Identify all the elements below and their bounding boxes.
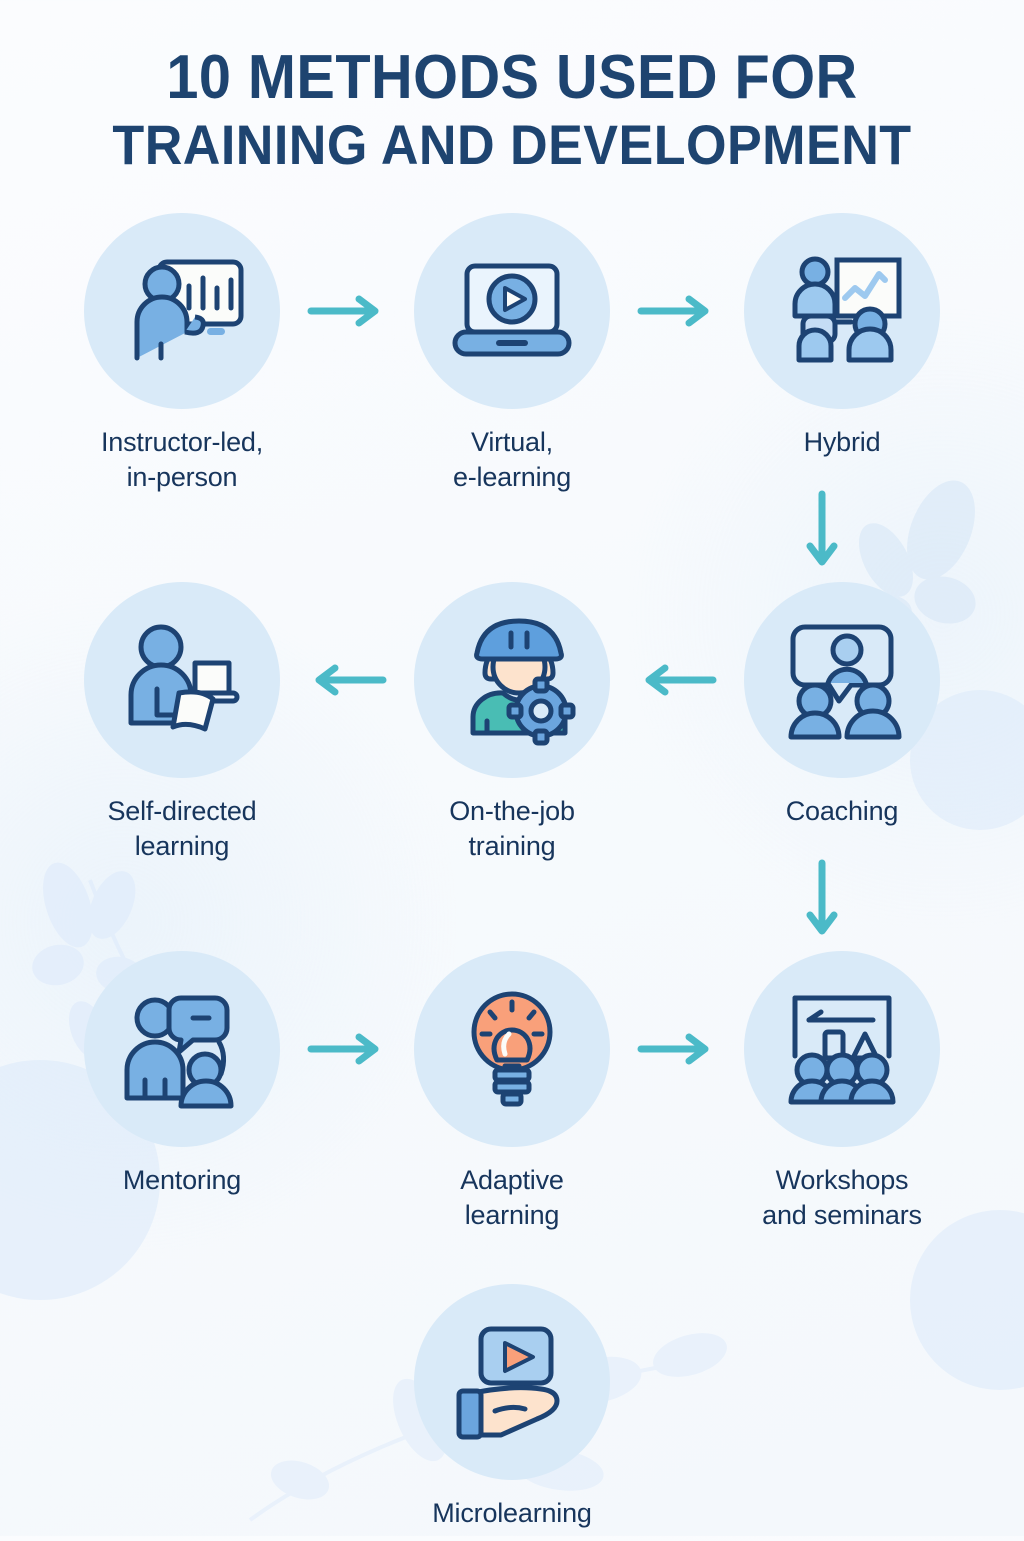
connector-arrow-5	[299, 582, 395, 778]
method-icon-bubble	[414, 1284, 610, 1481]
connector-arrow-6	[0, 859, 1024, 951]
method-icon-bubble	[744, 582, 940, 779]
method-card-microlearning[interactable]: Microlearning	[357, 1284, 667, 1531]
method-card-self-directed[interactable]: Self-directed learning	[27, 582, 337, 863]
arrow-left-icon	[315, 664, 387, 696]
method-card-coaching[interactable]: Coaching	[687, 582, 997, 829]
connector-arrow-3	[0, 490, 1024, 582]
methods-row-3: Mentoring	[0, 951, 1024, 1232]
method-label: Self-directed learning	[107, 796, 257, 861]
connector-arrow-1	[299, 213, 395, 409]
method-label: Adaptive learning	[460, 1165, 564, 1230]
method-icon-bubble	[744, 951, 940, 1148]
connector-arrow-2	[629, 213, 725, 409]
method-icon-bubble	[414, 582, 610, 779]
lightbulb-icon	[471, 991, 553, 1107]
method-icon-bubble	[84, 582, 280, 779]
connector-arrow-7	[299, 951, 395, 1147]
method-label: Virtual, e-learning	[452, 427, 572, 492]
worker-gear-icon	[470, 618, 576, 746]
speech-bubble-people-icon	[788, 624, 902, 740]
method-label: Instructor-led, in-person	[100, 427, 264, 492]
method-icon-bubble	[414, 213, 610, 410]
method-label: Mentoring	[122, 1165, 242, 1196]
method-card-workshops[interactable]: Workshops and seminars	[687, 951, 997, 1232]
arrow-right-icon	[637, 1033, 709, 1065]
method-label: Microlearning	[432, 1498, 592, 1529]
arrow-down-icon	[806, 490, 838, 566]
method-card-virtual-elearning[interactable]: Virtual, e-learning	[357, 213, 667, 494]
method-card-mentoring[interactable]: Mentoring	[27, 951, 337, 1198]
laptop-play-icon	[452, 263, 572, 357]
method-label: Coaching	[785, 796, 899, 827]
method-icon-bubble	[84, 951, 280, 1148]
methods-row-1: Instructor-led, in-person Virtual, e-lea…	[0, 213, 1024, 494]
hybrid-presentation-icon	[792, 256, 902, 363]
seminar-audience-icon	[788, 995, 896, 1105]
method-icon-bubble	[84, 213, 280, 410]
arrow-right-icon	[307, 1033, 379, 1065]
method-card-on-the-job-training[interactable]: On-the-job training	[357, 582, 667, 863]
method-label: Hybrid	[803, 427, 881, 458]
methods-row-2: Self-directed learning	[0, 582, 1024, 863]
method-icon-bubble	[414, 951, 610, 1148]
person-laptop-book-icon	[128, 624, 240, 732]
method-label: On-the-job training	[449, 796, 575, 861]
presenter-whiteboard-icon	[134, 259, 244, 361]
title-line-2: TRAINING AND DEVELOPMENT	[112, 113, 912, 177]
methods-grid: Instructor-led, in-person Virtual, e-lea…	[0, 213, 1024, 1531]
arrow-right-icon	[637, 295, 709, 327]
connector-arrow-8	[629, 951, 725, 1147]
methods-row-4: Microlearning	[0, 1284, 1024, 1531]
method-card-adaptive-learning[interactable]: Adaptive learning	[357, 951, 667, 1232]
arrow-right-icon	[307, 295, 379, 327]
connector-arrow-4	[629, 582, 725, 778]
method-label: Workshops and seminars	[762, 1165, 922, 1230]
mentor-mentee-icon	[124, 995, 234, 1109]
method-card-instructor-led[interactable]: Instructor-led, in-person	[27, 213, 337, 494]
page-title: 10 METHODS USED FOR TRAINING AND DEVELOP…	[0, 0, 1024, 177]
method-icon-bubble	[744, 213, 940, 410]
hand-video-icon	[456, 1326, 560, 1440]
title-line-1: 10 METHODS USED FOR	[166, 43, 858, 112]
arrow-left-icon	[645, 664, 717, 696]
arrow-down-icon	[806, 859, 838, 935]
method-card-hybrid[interactable]: Hybrid	[687, 213, 997, 460]
